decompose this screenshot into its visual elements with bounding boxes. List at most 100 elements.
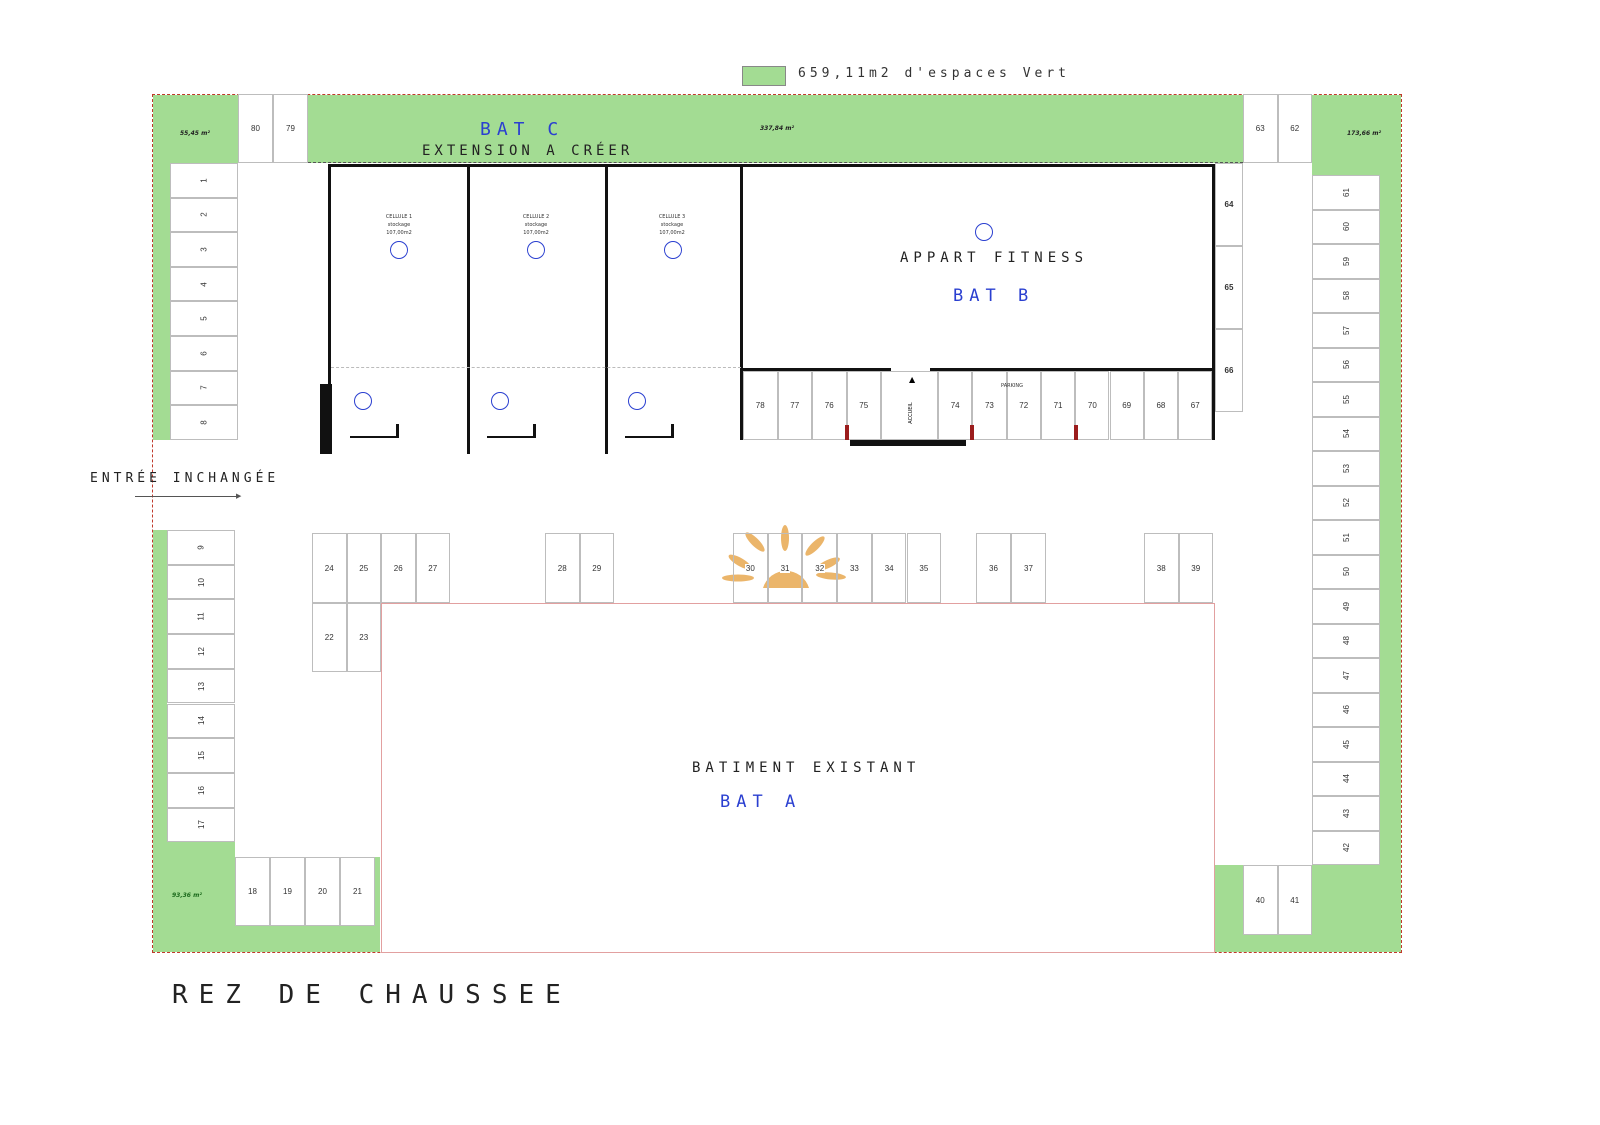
stall-number: 42 <box>1341 842 1351 854</box>
parking-stall: 60 <box>1312 209 1380 244</box>
door-frame <box>625 436 673 438</box>
parking-stall: 22 <box>312 603 347 672</box>
stall-number: 16 <box>196 784 206 796</box>
parking-label: PARKING <box>1001 383 1023 389</box>
parking-stall: 37 <box>1011 533 1046 603</box>
stall-number: 22 <box>323 633 335 642</box>
parking-stall: 63 <box>1243 94 1278 163</box>
accueil-entrance: ▲ ACCUEIL <box>881 371 938 440</box>
stall-number: 68 <box>1155 401 1167 410</box>
legend-label: 659,11m2 d'espaces Vert <box>798 66 1071 81</box>
green-area-top-left <box>153 95 238 163</box>
parking-stall: 59 <box>1312 244 1380 279</box>
parking-stall: 67 <box>1178 371 1213 440</box>
stall-number: 52 <box>1341 497 1351 509</box>
stall-number: 66 <box>1223 366 1235 375</box>
parking-stall: 72 <box>1006 371 1041 440</box>
level-marker-icon <box>354 392 372 410</box>
parking-stall: 69 <box>1109 371 1144 440</box>
stall-number: 73 <box>983 401 995 410</box>
stall-number: 60 <box>1341 221 1351 233</box>
stall-number: 46 <box>1341 704 1351 716</box>
parking-stall: 35 <box>906 533 942 603</box>
parking-stall: 9 <box>167 530 235 565</box>
bat-c-title: BAT C <box>480 119 565 140</box>
stall-number: 14 <box>196 715 206 727</box>
cellule-area: 107,00m2 <box>386 230 412 236</box>
parking-stall: 12 <box>167 634 235 669</box>
parking-stall: 28 <box>545 533 580 603</box>
wall <box>741 368 891 371</box>
stall-number: 80 <box>250 124 261 133</box>
parking-stall: 2 <box>170 197 238 233</box>
stall-number: 49 <box>1341 600 1351 612</box>
wall <box>605 164 608 454</box>
green-area-bat-c <box>308 95 1243 163</box>
level-marker-icon <box>628 392 646 410</box>
green-area-top-right <box>1312 95 1401 175</box>
stall-number: 21 <box>352 887 363 896</box>
stall-number: 20 <box>317 887 328 896</box>
cellule-use: stockage <box>660 222 684 228</box>
stall-number: 13 <box>196 680 206 692</box>
door-frame <box>671 424 674 438</box>
level-marker-icon <box>975 223 993 241</box>
stall-number: 11 <box>196 611 206 622</box>
parking-stall: 46 <box>1312 692 1380 727</box>
parking-stall: 74 <box>938 371 973 440</box>
parking-stall: 4 <box>170 266 238 302</box>
stall-number: 44 <box>1341 773 1351 785</box>
parking-stall: 48 <box>1312 623 1380 658</box>
stall-number: 57 <box>1341 324 1351 336</box>
stall-number: 17 <box>196 819 206 831</box>
door-frame <box>350 436 398 438</box>
door-frame <box>533 424 536 438</box>
stall-number: 47 <box>1341 669 1351 681</box>
cellule-use: stockage <box>387 222 411 228</box>
area-label: 173,66 m² <box>1347 130 1382 137</box>
parking-stall: 51 <box>1312 520 1380 555</box>
cellule-use: stockage <box>524 222 548 228</box>
stall-number: 19 <box>282 887 293 896</box>
level-marker-icon <box>527 241 545 259</box>
entrance-label: ENTRÉE INCHANGÉE <box>90 471 280 486</box>
bat-b-subtitle: BAT B <box>953 286 1035 306</box>
parking-stall: 15 <box>167 738 235 773</box>
stall-number: 51 <box>1341 531 1351 543</box>
red-marker <box>970 425 974 440</box>
parking-stall: 31 <box>767 533 803 603</box>
level-marker-icon <box>390 241 408 259</box>
wall <box>850 440 966 446</box>
stall-number: 64 <box>1223 200 1235 209</box>
wall <box>467 164 470 454</box>
parking-stall: 33 <box>837 533 872 603</box>
stall-number: 53 <box>1341 462 1351 474</box>
parking-stall: 38 <box>1144 533 1179 603</box>
parking-stall: 26 <box>381 533 416 603</box>
parking-stall: 66 <box>1215 329 1243 412</box>
parking-stall: 65 <box>1215 246 1243 329</box>
bat-a-building <box>381 603 1215 953</box>
stall-number: 62 <box>1289 124 1301 133</box>
parking-stall: 64 <box>1215 163 1243 246</box>
stall-number: 69 <box>1121 401 1133 410</box>
parking-stall: 80 <box>238 94 273 163</box>
stall-number: 28 <box>556 563 568 573</box>
parking-stall: 17 <box>167 807 235 843</box>
stall-number: 40 <box>1254 895 1266 905</box>
stall-number: 35 <box>918 563 930 573</box>
parking-stall: 54 <box>1312 416 1380 451</box>
parking-stall: 44 <box>1312 761 1380 796</box>
stall-number: 77 <box>789 401 801 410</box>
bat-a-title: BATIMENT EXISTANT <box>692 760 921 776</box>
parking-stall: 21 <box>340 857 375 926</box>
parking-stall: 41 <box>1277 865 1312 935</box>
parking-stall: 76 <box>812 371 847 440</box>
parking-stall: 68 <box>1143 371 1179 440</box>
parking-stall: 7 <box>170 370 238 406</box>
area-label: 337,84 m² <box>760 125 795 132</box>
door-frame <box>487 436 535 438</box>
parking-stall: 49 <box>1312 589 1380 624</box>
